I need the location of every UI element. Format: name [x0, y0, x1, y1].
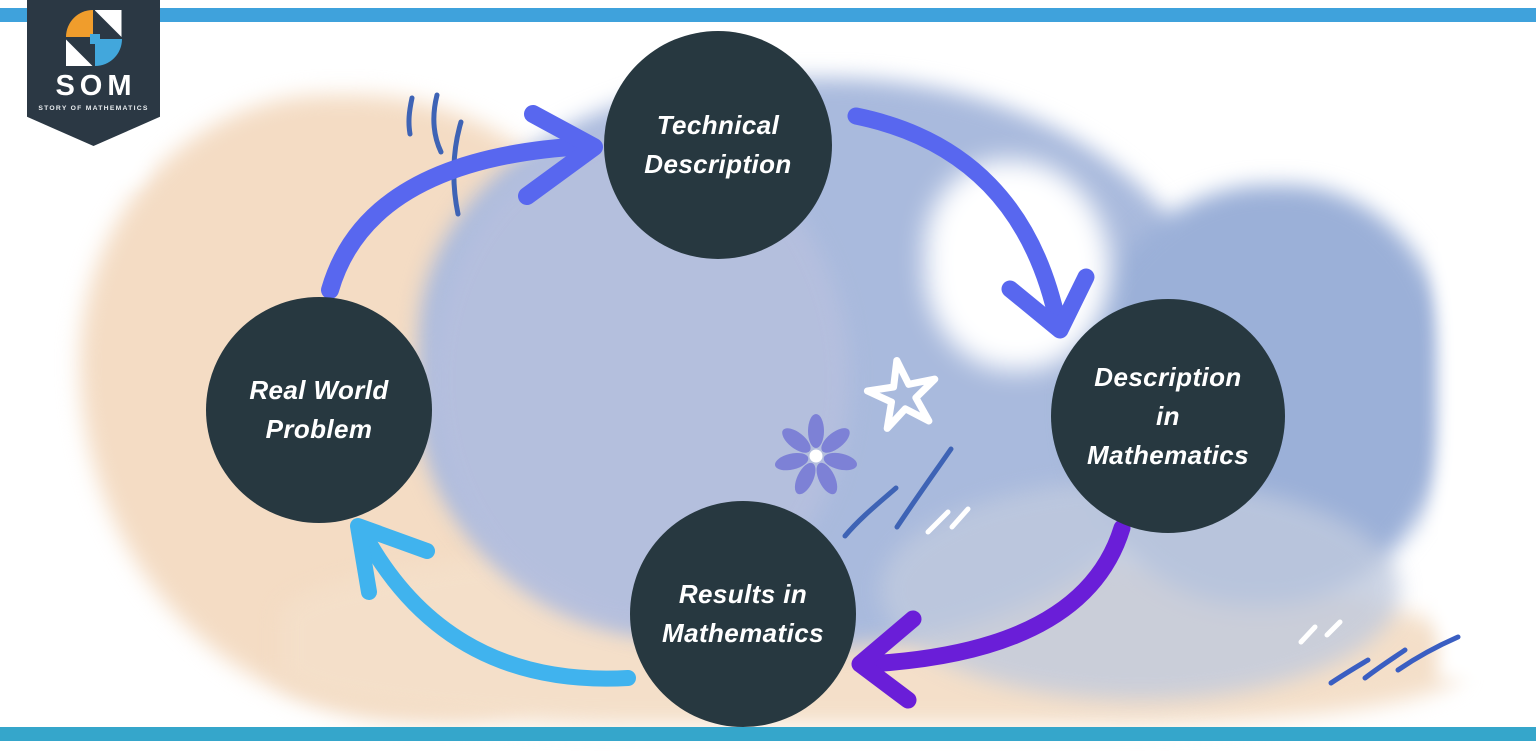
logo-orange-quarter	[65, 10, 93, 37]
som-logo-icon	[65, 10, 123, 66]
node-real-world-problem-label: Real World Problem	[249, 375, 389, 444]
watercolor-white-right-edge	[1438, 60, 1536, 680]
node-technical-description: Technical Description	[604, 31, 832, 259]
bottom-accent-bar	[0, 727, 1536, 741]
brand-tagline: STORY OF MATHEMATICS	[38, 105, 149, 112]
logo-white-triangle-top	[94, 10, 122, 37]
node-description-in-mathematics-label: Description in Mathematics	[1087, 361, 1249, 470]
node-results-in-mathematics-label: Results in Mathematics	[662, 579, 824, 648]
brand-name: SOM	[55, 70, 137, 102]
logo-blue-square	[89, 34, 100, 44]
node-description-in-mathematics: Description in Mathematics	[1051, 299, 1285, 533]
logo-white-triangle-bottom	[65, 39, 93, 66]
node-technical-description-label: Technical Description	[644, 110, 792, 179]
node-real-world-problem: Real World Problem	[206, 297, 432, 523]
node-results-in-mathematics: Results in Mathematics	[630, 501, 856, 727]
top-accent-bar	[0, 8, 1536, 22]
som-logo-badge: SOM STORY OF MATHEMATICS	[27, 0, 160, 146]
